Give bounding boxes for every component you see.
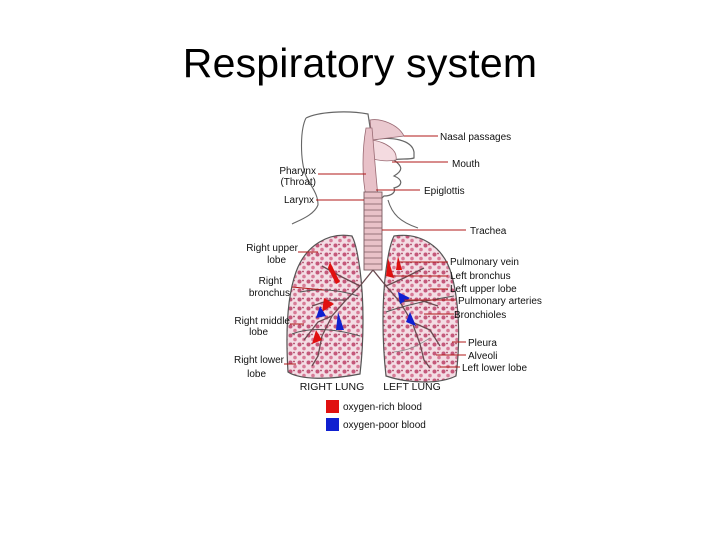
trachea [363,191,383,271]
label-pulmonary-arteries: Pulmonary arteries [458,296,542,307]
legend-swatch-oxygen-rich [326,400,339,413]
label-right-bronchus-1: Right [259,276,283,287]
label-right-middle-lobe-2: lobe [249,327,268,338]
label-right-bronchus-2: bronchus [249,288,290,299]
label-nasal-passages: Nasal passages [440,132,511,143]
label-left-bronchus: Left bronchus [450,271,511,282]
label-right-lower-lobe-1: Right lower [234,355,285,366]
label-pulmonary-vein: Pulmonary vein [450,257,519,268]
legend-label-oxygen-poor: oxygen-poor blood [343,420,426,431]
label-left-lower-lobe: Left lower lobe [462,363,527,374]
label-throat: (Throat) [280,177,316,188]
label-mouth: Mouth [452,159,480,170]
label-right-upper-lobe-1: Right upper [246,243,298,254]
label-trachea: Trachea [470,226,507,237]
legend: oxygen-rich blood oxygen-poor blood [326,400,426,431]
label-alveoli: Alveoli [468,351,497,362]
legend-swatch-oxygen-poor [326,418,339,431]
leader-lines-right [376,135,466,368]
label-right-middle-lobe-1: Right middle [234,316,290,327]
left-lung [382,234,460,383]
label-epiglottis: Epiglottis [424,186,465,197]
label-right-lower-lobe-2: lobe [247,369,266,380]
right-labels: Nasal passages Mouth Epiglottis Trachea … [424,132,542,374]
label-right-upper-lobe-2: lobe [267,255,286,266]
leader-lines-left [284,173,366,365]
label-bronchioles: Bronchioles [454,310,506,321]
label-left-upper-lobe: Left upper lobe [450,284,517,295]
pulmonary-vessels [312,256,416,344]
legend-label-oxygen-rich: oxygen-rich blood [343,402,422,413]
label-pleura: Pleura [468,338,497,349]
label-pharynx: Pharynx [279,166,316,177]
slide-title: Respiratory system [182,40,538,86]
label-right-lung: RIGHT LUNG [300,381,365,393]
left-labels: Pharynx (Throat) Larynx Right upper lobe… [234,166,316,380]
label-larynx: Larynx [284,195,314,206]
label-left-lung: LEFT LUNG [383,381,441,393]
